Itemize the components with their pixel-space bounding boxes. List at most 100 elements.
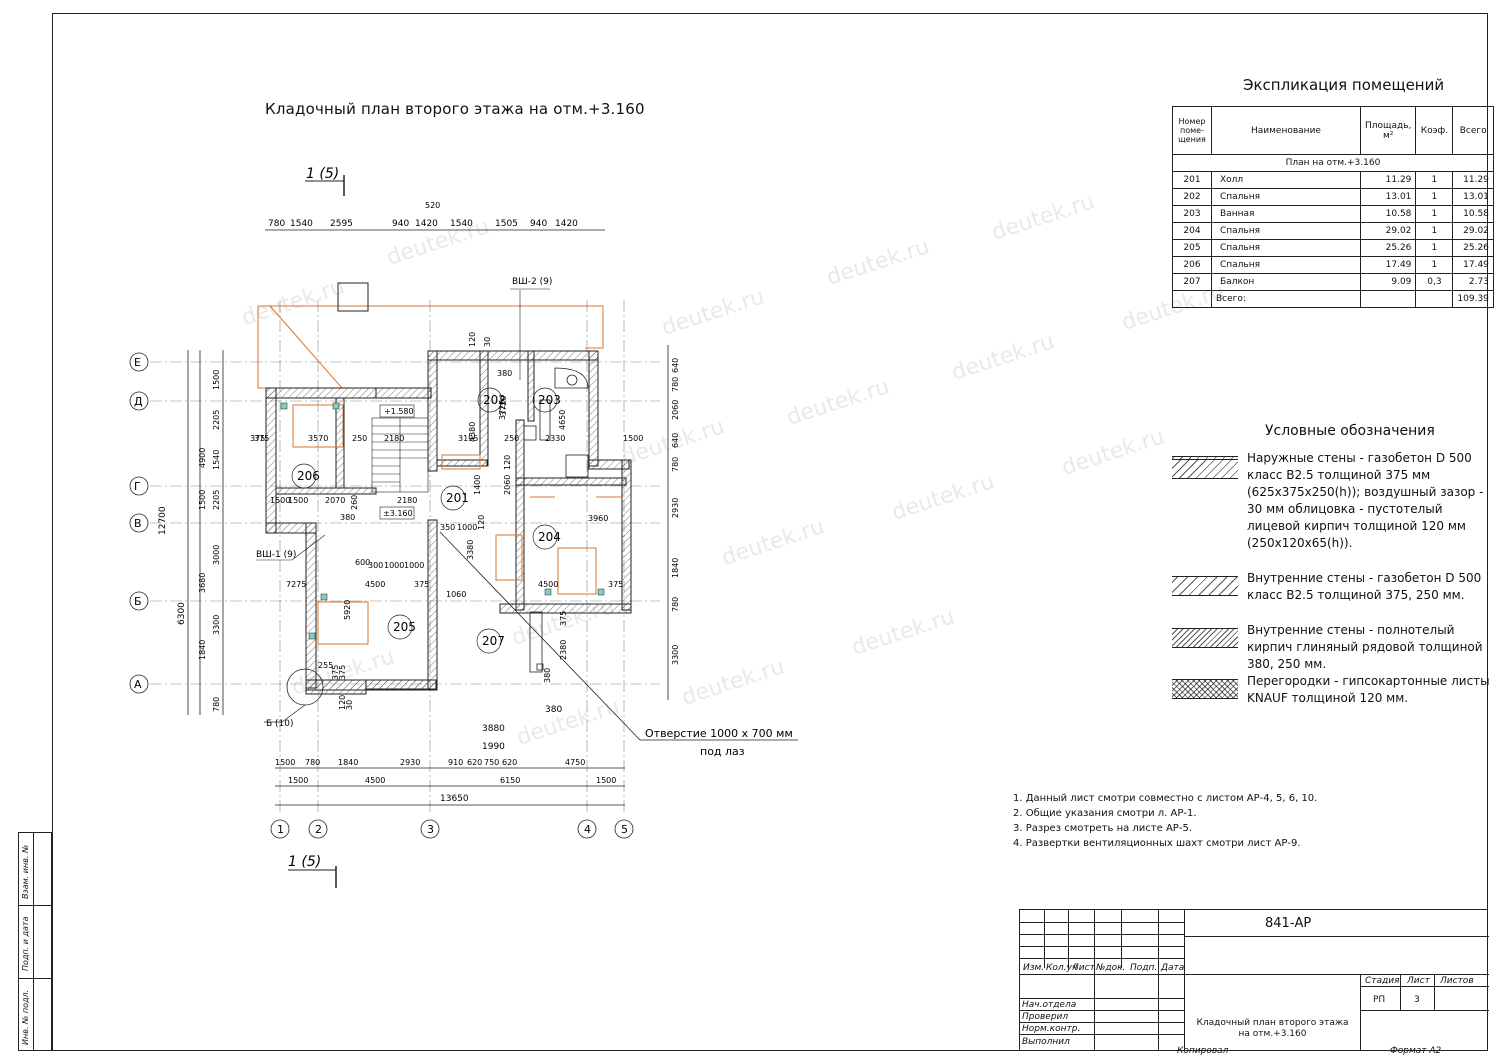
dim-label: 1840 <box>338 758 358 767</box>
left-dimensions: 1500220515402205300033007804900150036801… <box>198 370 221 712</box>
vent-shaft-label: ВШ-1 (9) <box>256 550 296 560</box>
axis-bubble <box>308 819 328 839</box>
dim-label: 640 <box>671 358 680 373</box>
table-cell: 201 <box>1172 171 1212 189</box>
dim-label: 910 <box>448 758 463 767</box>
table-cell: 29.02 <box>1359 222 1417 240</box>
format-label: Формат А2 <box>1390 1046 1442 1056</box>
total-label: Всего: <box>1211 290 1361 308</box>
table-cell: Спальня <box>1211 239 1361 257</box>
room-number: 206 <box>297 469 320 483</box>
table-cell: Балкон <box>1211 273 1361 291</box>
axis-bubble <box>129 352 149 372</box>
stamp-role: Проверил <box>1022 1012 1069 1022</box>
dim-label: 780 <box>212 697 221 712</box>
general-notes: 1. Данный лист смотри совместно с листом… <box>1013 791 1317 851</box>
table-cell: 204 <box>1172 222 1212 240</box>
axis-bubble <box>129 391 149 411</box>
section-mark-bottom: 1 (5) <box>288 854 321 870</box>
axis-label: 3 <box>427 823 434 836</box>
table-cell: 29.02 <box>1452 222 1494 240</box>
table-cell: 11.29 <box>1359 171 1417 189</box>
legend-title: Условные обозначения <box>1265 423 1435 439</box>
note-line: 3. Разрез смотреть на листе АР-5. <box>1013 823 1192 834</box>
room-number: 201 <box>446 491 469 505</box>
dim-label: 1000 <box>404 561 424 570</box>
stamp-stage-header: Лист <box>1407 976 1430 986</box>
dim-label: 780 <box>671 377 680 392</box>
axis-label: Г <box>134 480 141 493</box>
table-cell: Спальня <box>1211 222 1361 240</box>
copied-label: Копировал <box>1177 1046 1229 1056</box>
dim-label: 2070 <box>325 496 345 505</box>
dim-label: 4500 <box>365 776 385 785</box>
table-header: Коэф. <box>1415 106 1454 155</box>
note-line: 4. Развертки вентиляционных шахт смотри … <box>1013 838 1301 849</box>
dim-label: 1420 <box>555 219 578 229</box>
dim-label: 1500 <box>288 496 308 505</box>
dim-label: 375 <box>254 434 269 443</box>
dim-label: 750 <box>484 758 499 767</box>
table-cell: 17.49 <box>1452 256 1494 274</box>
dim-label: 4380 <box>468 422 477 442</box>
opening-label: Отверстие 1000 x 700 мм <box>645 727 793 740</box>
dim-label: 380 <box>543 668 552 683</box>
table-cell: 203 <box>1172 205 1212 223</box>
table-header: Всего <box>1452 106 1494 155</box>
stamp-stage: РП <box>1373 995 1386 1005</box>
dim-label: 940 <box>392 219 409 229</box>
stamp-col: №док. <box>1096 963 1126 973</box>
axis-label: 1 <box>277 823 284 836</box>
dim-label: 375 <box>250 434 265 443</box>
dim-label: 3880 <box>482 724 505 734</box>
table-cell: 11.29 <box>1452 171 1494 189</box>
table-cell: 207 <box>1172 273 1212 291</box>
explication-table: Номер поме- щения Наименование Площадь, … <box>1172 106 1494 308</box>
dim-label: 3960 <box>588 514 608 523</box>
dim-label: 1000 <box>384 561 404 570</box>
dim-label: 2180 <box>384 434 404 443</box>
dim-label: 1060 <box>446 590 466 599</box>
dim-label: 780 <box>268 219 285 229</box>
stamp-col: Дата <box>1161 963 1185 973</box>
axis-label: 4 <box>584 823 591 836</box>
table-cell: Ванная <box>1211 205 1361 223</box>
stamp-role: Выполнил <box>1022 1037 1070 1047</box>
table-cell: 202 <box>1172 188 1212 206</box>
dim-label: 375 <box>338 665 347 680</box>
dim-label: 3000 <box>212 545 221 565</box>
table-cell: 0,3 <box>1415 273 1454 291</box>
axis-label: Е <box>134 356 141 369</box>
table-header: Наименование <box>1211 106 1361 155</box>
axis-bubble <box>129 591 149 611</box>
axis-label: В <box>134 517 142 530</box>
dim-label: 620 <box>467 758 482 767</box>
table-cell: 1 <box>1415 256 1454 274</box>
dim-label: 4900 <box>198 448 207 468</box>
axis-bubble <box>614 819 634 839</box>
dim-label: 4500 <box>365 580 385 589</box>
dim-label: 2930 <box>400 758 420 767</box>
dim-label: 2330 <box>545 434 565 443</box>
explication-title: Экспликация помещений <box>1243 76 1445 94</box>
table-cell: 10.58 <box>1359 205 1417 223</box>
dim-label: 4750 <box>565 758 585 767</box>
axis-label: 5 <box>621 823 628 836</box>
stamp-col: Подп. <box>1130 963 1158 973</box>
dim-label: 1500 <box>288 776 308 785</box>
dim-label: 1540 <box>212 450 221 470</box>
dim-label: 2060 <box>503 475 512 495</box>
dim-label: 120 <box>468 332 477 347</box>
dim-label: 2205 <box>212 490 221 510</box>
dim-label: 1500 <box>275 758 295 767</box>
dim-label: 600 <box>355 558 370 567</box>
section-mark-top: 1 (5) <box>306 166 339 182</box>
table-cell: 1 <box>1415 222 1454 240</box>
room-number: 207 <box>482 634 505 648</box>
